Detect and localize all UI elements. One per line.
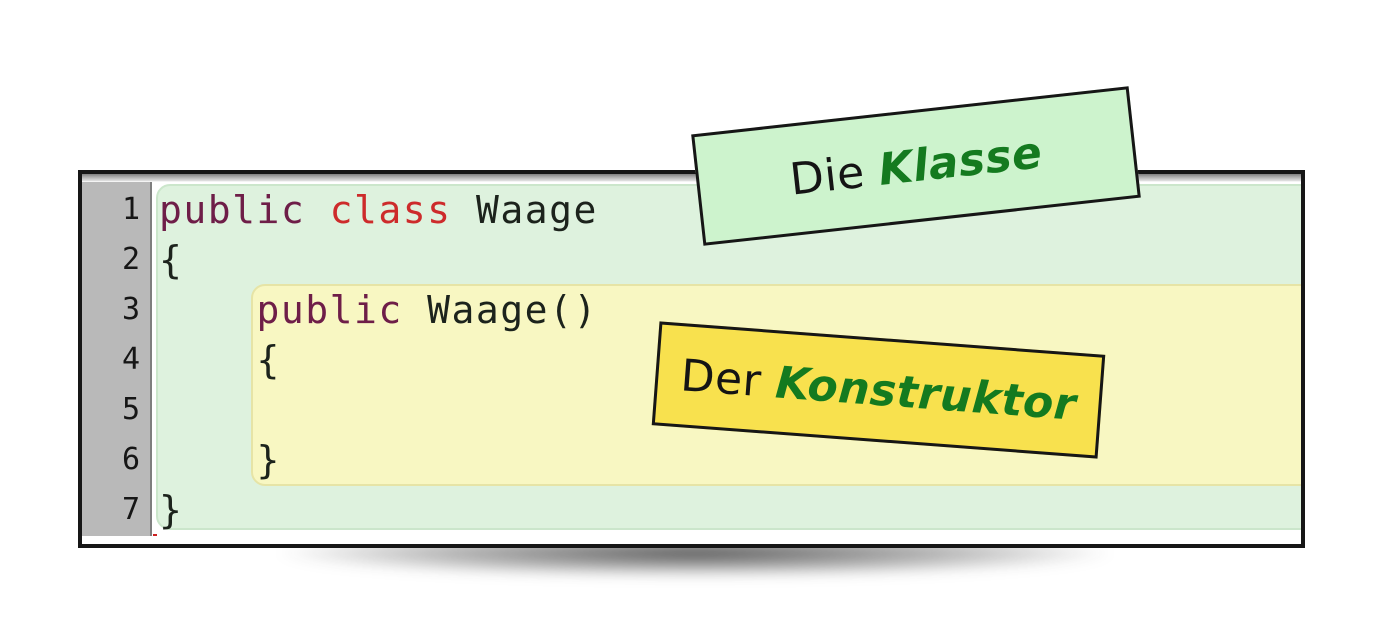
code-line-3[interactable]: public Waage() bbox=[152, 285, 1301, 335]
line-number-gutter[interactable]: 1 2 3 4 5 6 7 bbox=[82, 182, 152, 536]
window-top-strip bbox=[82, 174, 1301, 182]
line-number-5[interactable]: 5 bbox=[121, 392, 140, 427]
line-number-2[interactable]: 2 bbox=[121, 242, 140, 277]
code-line-1[interactable]: public class Waage bbox=[152, 185, 1301, 235]
window-drop-shadow bbox=[100, 540, 1290, 622]
annotation-constructor-term: Konstruktor bbox=[773, 356, 1078, 431]
code-token: } bbox=[159, 488, 184, 532]
code-token: } bbox=[159, 438, 281, 482]
code-token: public bbox=[159, 188, 306, 232]
code-line-7[interactable]: } bbox=[152, 485, 1301, 535]
code-token bbox=[159, 288, 257, 332]
code-line-4[interactable]: { bbox=[152, 335, 1301, 385]
annotation-class-prefix: Die bbox=[787, 144, 882, 206]
code-token: class bbox=[329, 188, 452, 232]
code-line-2[interactable]: { bbox=[152, 235, 1301, 285]
code-line-6[interactable]: } bbox=[152, 435, 1301, 485]
caret-mark bbox=[153, 534, 157, 536]
annotation-class-term: Klasse bbox=[875, 126, 1045, 196]
code-token: { bbox=[159, 338, 281, 382]
code-lines: public class Waage{ public Waage() { }} bbox=[152, 182, 1301, 536]
code-token: Waage() bbox=[402, 288, 598, 332]
annotation-constructor-prefix: Der bbox=[679, 349, 778, 408]
line-number-4[interactable]: 4 bbox=[121, 342, 140, 377]
code-token: Waage bbox=[451, 188, 598, 232]
line-number-7[interactable]: 7 bbox=[121, 492, 140, 527]
line-number-6[interactable]: 6 bbox=[121, 442, 140, 477]
line-number-1[interactable]: 1 bbox=[121, 192, 140, 227]
line-number-3[interactable]: 3 bbox=[121, 292, 140, 327]
code-token bbox=[305, 188, 329, 232]
code-token: { bbox=[159, 238, 184, 282]
code-token: public bbox=[256, 288, 403, 332]
